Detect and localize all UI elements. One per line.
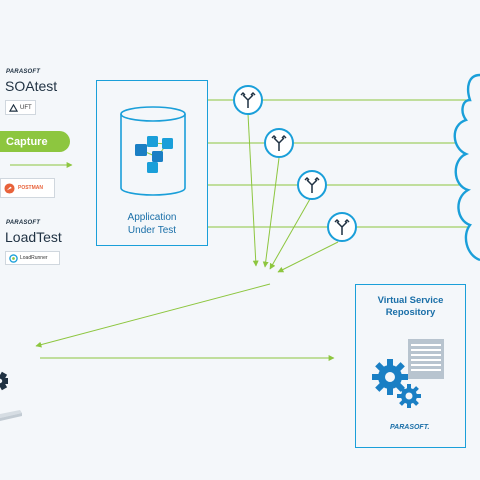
aut-label: Application Under Test [97, 211, 207, 237]
cube-network-icon [135, 136, 173, 173]
loadrunner-label: LoadRunner [20, 255, 48, 261]
drop-line-1 [247, 113, 259, 267]
soatest-title: SOAtest [5, 78, 58, 94]
postman-icon [4, 182, 15, 194]
uft-icon [9, 103, 18, 112]
capture-button[interactable]: Capture [0, 131, 70, 152]
aut-label-line2: Under Test [127, 225, 177, 236]
uft-logo: UFT [5, 100, 36, 115]
loadtest-brand: PARASOFT [6, 220, 41, 226]
fork-icons [233, 85, 357, 242]
cloud-icon [453, 73, 480, 262]
repository-label: Virtual Service Repository [356, 295, 465, 319]
fork-arrow-icon [264, 128, 294, 158]
soatest-brand: PARASOFT [6, 69, 41, 75]
drop-line-3 [269, 198, 311, 270]
uft-label: UFT [20, 104, 32, 111]
database-cylinder-icon [120, 106, 186, 196]
repository-label-line2: Repository [385, 307, 436, 318]
document-icon [408, 339, 444, 379]
tray-shape [0, 410, 22, 421]
loadrunner-icon [9, 253, 18, 263]
drop-line-2 [262, 157, 280, 268]
fork-arrow-icon [327, 212, 357, 242]
postman-logo: POSTMAN [0, 178, 55, 198]
repository-label-line1: Virtual Service [377, 295, 444, 306]
repository-brand: PARASOFT. [390, 424, 430, 431]
drop-line-4 [277, 241, 339, 273]
application-under-test-panel: Application Under Test [96, 80, 208, 246]
loadtest-title: LoadTest [5, 229, 62, 245]
loadrunner-logo: LoadRunner [5, 251, 60, 265]
aut-label-line1: Application [127, 212, 177, 223]
recorded-to-left [35, 283, 271, 348]
fork-arrow-icon [233, 85, 263, 115]
postman-label: POSTMAN [18, 185, 43, 191]
fork-arrow-icon [297, 170, 327, 200]
gear-icon [372, 359, 421, 408]
virtual-service-repository-panel: Virtual Service Repository [355, 284, 466, 448]
gear-icon [0, 371, 8, 391]
